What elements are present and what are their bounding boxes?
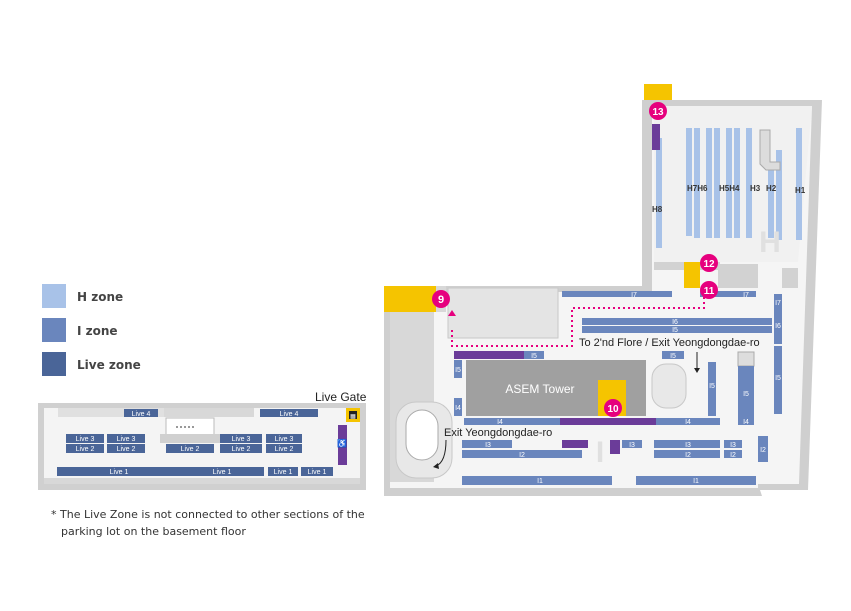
live1-label-c: Live 1	[274, 469, 293, 476]
live3-label-c: Live 3	[232, 436, 251, 443]
svg-text:10: 10	[607, 404, 619, 415]
live3-label-d: Live 3	[275, 436, 294, 443]
i6-label-b: I6	[775, 323, 781, 330]
i5-label-d: I5	[455, 367, 461, 374]
legend-swatch-live-zone	[42, 352, 66, 376]
live4-space-b	[260, 409, 318, 417]
i3-label-a: I3	[485, 442, 491, 449]
i5-label-b: I5	[531, 353, 537, 360]
h2-label: H2	[766, 184, 777, 193]
live4-label-a: Live 4	[132, 411, 151, 418]
live4-space-a	[124, 409, 158, 417]
i2-label-b: I2	[685, 452, 691, 459]
i5-label-f: I5	[743, 391, 749, 398]
i2-label-c: I2	[730, 452, 736, 459]
i3-label-b: I3	[629, 442, 635, 449]
i6-label-a: I6	[672, 319, 678, 326]
h-zone-big-letter: H	[759, 226, 781, 259]
svg-text:11: 11	[704, 286, 715, 297]
i1-label-b: I1	[693, 478, 699, 485]
h8-label: H8	[652, 205, 663, 214]
legend-label-i-zone: I zone	[77, 324, 118, 338]
svg-text:12: 12	[703, 259, 715, 270]
i7-label-b: I7	[743, 292, 749, 299]
i5-label-g: I5	[775, 375, 781, 382]
note-line2: parking lot on the basement floor	[61, 525, 246, 538]
live-zone-note: * The Live Zone is not connected to othe…	[51, 506, 365, 540]
legend-label-h-zone: H zone	[77, 290, 124, 304]
marker-10	[604, 399, 622, 417]
live2-label-d: Live 2	[232, 446, 251, 453]
svg-text:▦: ▦	[350, 414, 356, 420]
i4-label-c: I4	[685, 419, 691, 426]
marker-11	[700, 281, 718, 299]
i2-label-a: I2	[519, 452, 525, 459]
live2-label-c: Live 2	[181, 446, 200, 453]
live2-label-b: Live 2	[117, 446, 136, 453]
marker-12	[700, 254, 718, 272]
live2-label-a: Live 2	[76, 446, 95, 453]
i4-label-a: I4	[455, 405, 461, 412]
legend-label-live-zone: Live zone	[77, 358, 141, 372]
marker-9	[432, 290, 450, 308]
svg-text:9: 9	[438, 294, 444, 306]
i-zone-big-letter: I	[596, 436, 604, 469]
i5-label-e: I5	[709, 383, 715, 390]
wheelchair-icon: ♿	[337, 438, 347, 448]
live-gate-label: Live Gate	[315, 390, 367, 404]
marker-13	[649, 102, 667, 120]
i7-label-a: I7	[631, 292, 637, 299]
i3-label-d: I3	[730, 442, 736, 449]
i5-label-a: I5	[672, 327, 678, 334]
h3-label: H3	[750, 184, 761, 193]
note-line1: * The Live Zone is not connected to othe…	[51, 508, 365, 521]
upper-room	[447, 287, 559, 339]
live4-label-b: Live 4	[280, 411, 299, 418]
svg-text:13: 13	[652, 107, 664, 118]
live1-label-d: Live 1	[308, 469, 327, 476]
h7h6-label: H7H6	[687, 184, 708, 193]
i3-label-c: I3	[685, 442, 691, 449]
legend-swatch-i-zone	[42, 318, 66, 342]
accessible-parking-live	[338, 425, 347, 465]
live2-label-e: Live 2	[275, 446, 294, 453]
live1-label-b: Live 1	[213, 469, 232, 476]
i2-label-d: I2	[760, 447, 766, 454]
i5-label-c: I5	[670, 353, 676, 360]
exit-label: Exit Yeongdongdae-ro	[444, 427, 552, 439]
i7-label-c: I7	[775, 300, 781, 307]
marker-9-zone	[384, 286, 436, 312]
asem-tower-label: ASEM Tower	[505, 382, 574, 396]
h5h4-label: H5H4	[719, 184, 740, 193]
live1-label-a: Live 1	[110, 469, 129, 476]
h1-label: H1	[795, 186, 806, 195]
i4-label-d: I4	[743, 419, 749, 426]
i4-label-b: I4	[497, 419, 503, 426]
legend-swatch-h-zone	[42, 284, 66, 308]
route-label: To 2'nd Flore / Exit Yeongdongdae-ro	[579, 337, 760, 349]
route-path	[451, 294, 705, 347]
live3-label-b: Live 3	[117, 436, 136, 443]
i1-label-a: I1	[537, 478, 543, 485]
live3-label-a: Live 3	[76, 436, 95, 443]
